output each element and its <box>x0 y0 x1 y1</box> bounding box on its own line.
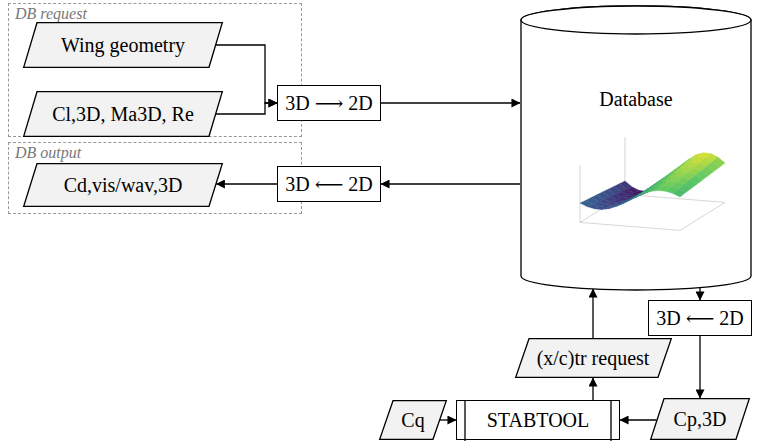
node-label: 3D ⟶ 2D <box>285 92 373 114</box>
process-box: 3D ⟶ 2D <box>277 85 381 121</box>
flow-arrow <box>216 183 277 184</box>
node-label: (x/c)tr request <box>537 347 650 369</box>
input-group: DB requestWing geometryCl,3D, Ma3D, Re <box>8 3 302 137</box>
cylinder-body <box>521 6 751 290</box>
flow-arrow <box>216 45 277 103</box>
surface-plot <box>580 137 725 230</box>
parallelogram-shape <box>651 399 750 440</box>
flow-arrow <box>592 289 593 338</box>
input-data: Cp,3D <box>650 398 750 440</box>
parallelogram-shape <box>515 339 671 378</box>
input-data: Cl,3D, Ma3D, Re <box>23 91 223 137</box>
flow-arrow <box>440 419 456 420</box>
node-label: Database <box>520 88 752 110</box>
plot-axis <box>580 222 680 230</box>
input-data: Wing geometry <box>23 22 223 68</box>
subroutine-box: STABTOOL <box>456 400 620 440</box>
subroutine-bar <box>464 401 465 441</box>
plot-cell <box>673 189 686 197</box>
node-label: STABTOOL <box>487 409 589 431</box>
plot-cell <box>601 206 614 209</box>
plot-axis <box>580 194 625 222</box>
parallelogram-shape <box>380 401 447 440</box>
group-heading: DB output <box>15 144 81 162</box>
plot-axis <box>580 165 581 222</box>
request-data: (x/c)tr request <box>515 338 672 378</box>
output-group: DB outputCd,vis/wav,3D <box>8 142 302 214</box>
process-box: 3D ⟵ 2D <box>648 300 752 336</box>
flow-arrow <box>216 103 277 114</box>
node-label: Wing geometry <box>61 34 185 56</box>
node-label: 3D ⟵ 2D <box>656 307 744 329</box>
cylinder-top <box>521 6 751 34</box>
plot-axis <box>625 194 725 202</box>
plot-cell <box>637 189 650 196</box>
database-cylinder: Database <box>520 6 752 290</box>
process-box: 3D ⟵ 2D <box>277 166 381 202</box>
flow-arrow <box>381 183 520 184</box>
flow-arrow <box>381 102 520 103</box>
output-data: Cd,vis/wav,3D <box>23 163 223 207</box>
flow-arrow <box>620 419 657 420</box>
parallelogram-shape <box>24 23 223 68</box>
flow-arrow <box>592 378 593 400</box>
node-label: Cq <box>401 409 424 431</box>
parallelogram-shape <box>24 92 223 137</box>
node-label: Cp,3D <box>674 408 727 430</box>
node-label: Cl,3D, Ma3D, Re <box>52 103 194 125</box>
node-label: 3D ⟵ 2D <box>285 173 373 195</box>
subroutine-bar <box>610 401 611 441</box>
group-heading: DB request <box>15 5 87 23</box>
flow-arrow <box>699 336 700 398</box>
input-data: Cq <box>379 400 447 440</box>
database-outline <box>520 6 752 290</box>
flow-arrow <box>699 288 700 300</box>
parallelogram-shape <box>24 164 223 207</box>
plot-axis <box>680 202 725 230</box>
node-label: Cd,vis/wav,3D <box>64 174 183 196</box>
